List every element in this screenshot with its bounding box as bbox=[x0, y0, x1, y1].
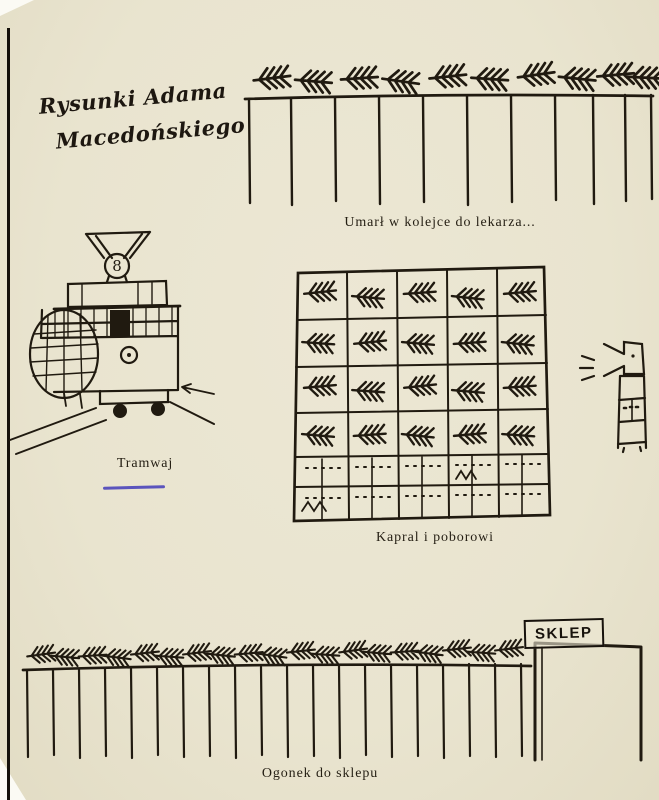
barracks-drawing bbox=[292, 265, 552, 523]
caption-doctor-queue: Umarł w kolejce do lekarza... bbox=[344, 215, 536, 230]
shop-sign: SKLEP bbox=[523, 617, 604, 650]
caption-shop-queue: Ogonek do sklepu bbox=[261, 766, 379, 781]
tram-line-number: 8 bbox=[112, 257, 122, 275]
corporal-figure-drawing bbox=[578, 340, 648, 454]
page-margin-line bbox=[7, 28, 10, 800]
scan-corner-bottom-left bbox=[0, 758, 26, 800]
doctor-queue-drawing bbox=[243, 60, 659, 207]
tram-drawing: 8 bbox=[9, 230, 215, 455]
caption-underline bbox=[102, 485, 166, 490]
artist-signature: Rysunki Adama Macedońskiego bbox=[37, 71, 246, 160]
caption-barracks: Kapral i poborowi bbox=[376, 530, 494, 545]
caption-tram: Tramwaj bbox=[116, 456, 174, 471]
scan-corner-top-left bbox=[0, 0, 34, 16]
